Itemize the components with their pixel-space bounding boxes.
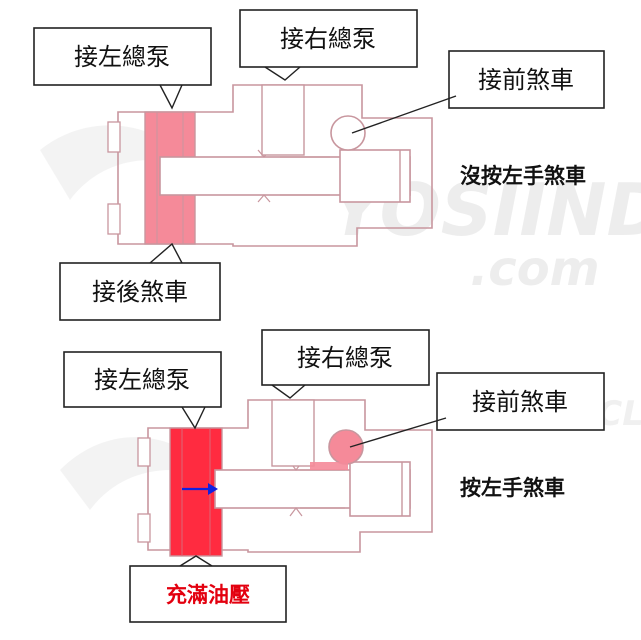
top-front-brake-label: 接前煞車 <box>478 66 574 94</box>
pressure-arrow-icon <box>182 483 218 495</box>
bottom-front-brake-label: 接前煞車 <box>472 388 568 416</box>
bottom-right-master-callout: 接右總泵 <box>261 329 430 399</box>
top-state-label: 沒按左手煞車 <box>460 164 586 188</box>
pressure-label: 充滿油壓 <box>166 583 250 607</box>
bottom-left-master-callout: 接左總泵 <box>63 351 222 430</box>
top-spring <box>257 149 330 203</box>
bottom-left-master-label: 接左總泵 <box>94 366 190 394</box>
top-right-master-callout: 接右總泵 <box>239 9 418 81</box>
watermark-suffix: .com <box>470 241 600 297</box>
top-rear-brake-label: 接後煞車 <box>92 278 188 306</box>
bottom-valve-body <box>137 399 433 557</box>
bottom-pressure-callout: 充滿油壓 <box>129 555 287 623</box>
top-right-master-label: 接右總泵 <box>280 25 376 53</box>
top-front-brake-callout: 接前煞車 <box>351 50 605 134</box>
top-rear-brake-callout: 接後煞車 <box>59 242 221 321</box>
top-left-master-label: 接左總泵 <box>74 43 170 71</box>
top-valve-body <box>107 84 433 247</box>
bottom-state-label: 按左手煞車 <box>460 476 565 500</box>
top-front-port <box>330 115 366 151</box>
bottom-front-brake-callout: 接前煞車 <box>349 372 605 448</box>
bottom-front-port <box>328 429 364 465</box>
top-left-master-callout: 接左總泵 <box>33 27 212 110</box>
bottom-left-chamber-pressurized <box>169 427 223 557</box>
bottom-right-master-label: 接右總泵 <box>297 344 393 372</box>
